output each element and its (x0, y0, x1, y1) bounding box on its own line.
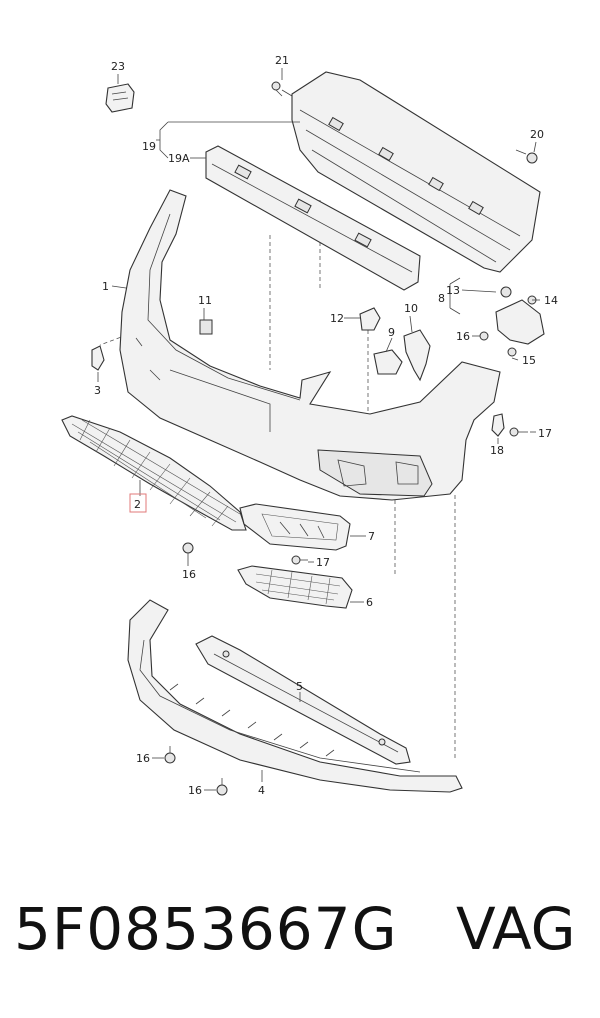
label-3: 3 (94, 384, 101, 397)
part-6-grille-insert (237, 565, 353, 609)
part-16-bolt-c (216, 778, 228, 796)
label-17-right: 17 (538, 427, 552, 440)
brand-caption: VAG (456, 895, 576, 963)
bumper-exploded-diagram: 23 21 19 19A 20 1 11 3 12 10 9 8 13 14 1… (61, 54, 558, 797)
label-20: 20 (530, 128, 544, 141)
label-1: 1 (102, 280, 109, 293)
part-9-bracket (373, 349, 403, 375)
part-2-highlight-box (129, 493, 147, 513)
label-23: 23 (111, 60, 125, 73)
leader-lines (97, 68, 540, 791)
label-12: 12 (330, 312, 344, 325)
label-13: 13 (446, 284, 460, 297)
part-1-bumper-cover (119, 189, 501, 501)
label-16-grille: 16 (182, 568, 196, 581)
part-19-impact-beam (291, 71, 541, 273)
label-8: 8 (438, 292, 445, 305)
label-11: 11 (198, 294, 212, 307)
callout-labels: 23 21 19 19A 20 1 11 3 12 10 9 8 13 14 1… (94, 54, 558, 797)
label-18: 18 (490, 444, 504, 457)
label-21: 21 (275, 54, 289, 67)
label-19: 19 (142, 140, 156, 153)
label-16-lower-a: 16 (136, 752, 150, 765)
part-19a-absorber (205, 145, 421, 291)
part-7-fog-frame (239, 503, 351, 551)
label-6: 6 (366, 596, 373, 609)
label-17-lower: 17 (316, 556, 330, 569)
label-10: 10 (404, 302, 418, 315)
label-5: 5 (296, 680, 303, 693)
label-4: 4 (258, 784, 265, 797)
part-17-bolt-lower (291, 555, 308, 565)
part-16-bolt-a (182, 542, 194, 562)
part-4-lower-spoiler (127, 599, 463, 793)
part-number-caption: 5F0853667G (14, 895, 398, 963)
part-17-bolt-right (509, 427, 528, 437)
part-3-cap (91, 345, 105, 371)
part-23-clip (105, 83, 135, 113)
part-5-strip (195, 635, 411, 765)
label-2: 2 (134, 498, 141, 511)
part-16-bolt-b (164, 746, 176, 764)
part-20-bolt (515, 149, 538, 164)
part-2-grille (61, 415, 247, 531)
part-18-clip (491, 413, 505, 437)
label-14: 14 (544, 294, 558, 307)
part-8-bracket-group (449, 277, 545, 357)
label-16-lower-b: 16 (188, 784, 202, 797)
part-12-cap (359, 307, 381, 331)
part-10-sensor (403, 329, 431, 382)
label-19a: 19A (168, 152, 190, 165)
label-7: 7 (368, 530, 375, 543)
label-9: 9 (388, 326, 395, 339)
label-16-bracket: 16 (456, 330, 470, 343)
part-21-bolt (271, 81, 293, 97)
part-11-clip (199, 319, 213, 335)
label-15: 15 (522, 354, 536, 367)
